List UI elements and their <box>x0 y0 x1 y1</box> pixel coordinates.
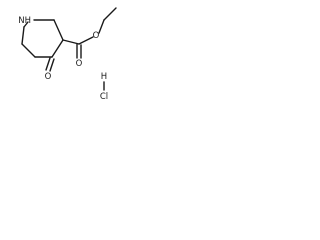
ester-bond-carbonyl-o <box>78 36 94 45</box>
ketone-double-bond-b <box>49 58 55 72</box>
amine-nh-label: NH <box>18 16 31 26</box>
ketone-oxygen-label: O <box>45 72 52 82</box>
carbonyl-oxygen-label: O <box>76 59 83 69</box>
ring-bond-c5-c6 <box>21 43 36 58</box>
ester-bond-c3-carbonyl <box>62 39 80 45</box>
hcl-chlorine-label: Cl <box>100 92 108 102</box>
ring-bond-c7-n <box>23 21 29 28</box>
ring-bond-c6-c7 <box>21 26 25 45</box>
ketone-double-bond-a <box>45 57 51 71</box>
ester-bond-ch2-ch3 <box>103 7 117 21</box>
structure-diagram: NH O O O H Cl <box>0 0 118 103</box>
ester-bond-o-ch2 <box>98 19 105 34</box>
molecule-drawing: NH O O O H Cl <box>18 7 117 102</box>
ester-oxygen-label: O <box>93 31 100 41</box>
ring-bond-c2-c3 <box>53 19 64 41</box>
ring-bond-c3-c4 <box>51 39 64 58</box>
hcl-hydrogen-label: H <box>101 72 107 82</box>
